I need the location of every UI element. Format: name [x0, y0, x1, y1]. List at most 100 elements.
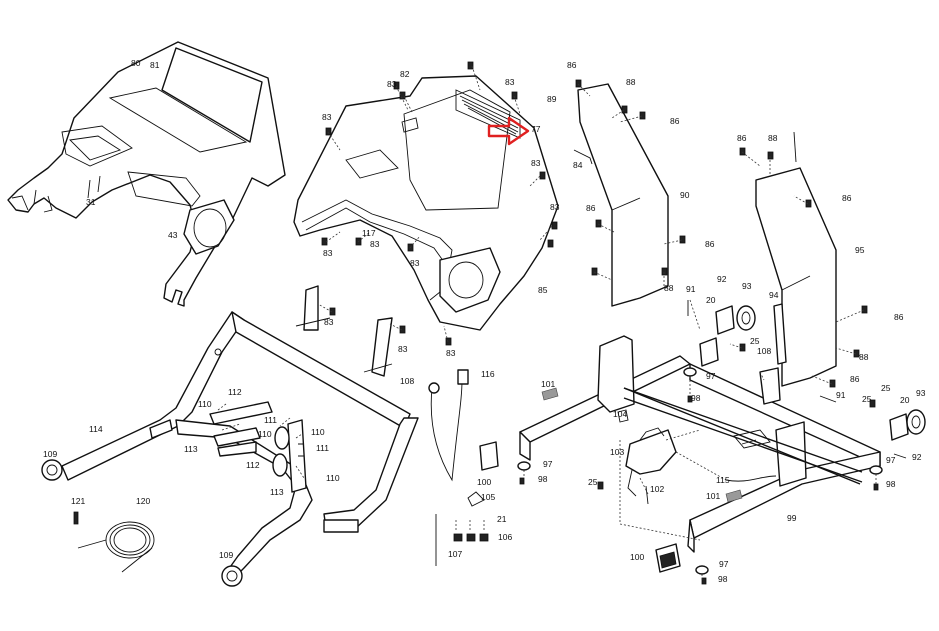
incline-motor-part [541, 387, 777, 503]
callout-83b: 83 [505, 77, 515, 87]
console-rear-part [293, 75, 559, 331]
callout-101b: 101 [706, 491, 720, 501]
callout-99: 99 [787, 513, 797, 523]
console-shell-part [7, 41, 286, 307]
callout-98b: 98 [886, 479, 896, 489]
callout-88a: 88 [626, 77, 636, 87]
wire-harness-parts [73, 369, 499, 573]
callout-83j: 83 [398, 344, 408, 354]
callout-83e: 83 [550, 202, 560, 212]
callout-97d: 97 [543, 459, 553, 469]
callout-101a: 101 [541, 379, 555, 389]
highlight-arrow [487, 116, 530, 146]
callout-25a: 25 [750, 336, 760, 346]
fastener-parts [321, 61, 907, 585]
callout-98a: 98 [691, 393, 701, 403]
callout-86a: 86 [567, 60, 577, 70]
callout-81: 81 [150, 60, 160, 70]
callout-86f: 86 [842, 193, 852, 203]
callout-114: 114 [89, 424, 103, 434]
callout-88d: 88 [859, 352, 869, 362]
callout-20a: 20 [706, 295, 716, 305]
callout-83k: 83 [446, 348, 456, 358]
callout-102: 102 [650, 484, 664, 494]
callout-97c: 97 [719, 559, 729, 569]
callout-83h: 83 [410, 258, 420, 268]
callout-98d: 98 [538, 474, 548, 484]
callout-82: 82 [400, 69, 410, 79]
callout-89: 89 [547, 94, 557, 104]
callout-121: 121 [71, 496, 85, 506]
callout-86e: 86 [737, 133, 747, 143]
callout-107: 107 [448, 549, 462, 559]
callout-83g: 83 [323, 248, 333, 258]
callout-91b: 91 [836, 390, 846, 400]
callout-109b: 109 [219, 550, 233, 560]
callout-25c: 25 [862, 394, 872, 404]
callout-100b: 100 [477, 477, 491, 487]
callout-77: 77 [531, 124, 541, 134]
callout-84: 84 [573, 160, 583, 170]
callout-86c: 86 [586, 203, 596, 213]
callout-90: 90 [680, 190, 690, 200]
callout-108a: 108 [757, 346, 771, 356]
callout-94: 94 [769, 290, 779, 300]
callout-95: 95 [855, 245, 865, 255]
callout-83f: 83 [370, 239, 380, 249]
callout-83a: 83 [387, 79, 397, 89]
callout-80: 80 [131, 58, 141, 68]
callout-112b: 112 [246, 460, 260, 470]
callout-103: 103 [610, 447, 624, 457]
callout-20b: 20 [900, 395, 910, 405]
callout-97b: 97 [886, 455, 896, 465]
callout-113b: 113 [270, 487, 284, 497]
callout-83i: 83 [324, 317, 334, 327]
callout-110c: 110 [311, 427, 325, 437]
callout-25b: 25 [881, 383, 891, 393]
callout-88c: 88 [768, 133, 778, 143]
callout-115: 115 [716, 475, 730, 485]
callout-93a: 93 [742, 281, 752, 291]
callout-86b: 86 [670, 116, 680, 126]
callout-120: 120 [136, 496, 150, 506]
callout-117: 117 [362, 228, 376, 238]
callout-110b: 110 [258, 429, 272, 439]
callout-86g: 86 [894, 312, 904, 322]
callout-110d: 110 [326, 473, 340, 483]
callout-116: 116 [481, 369, 495, 379]
callout-92b: 92 [912, 452, 922, 462]
callout-83c: 83 [322, 112, 332, 122]
wheel-parts [517, 303, 926, 575]
callout-100a: 100 [630, 552, 644, 562]
callout-106: 106 [498, 532, 512, 542]
leader-lines [217, 65, 877, 580]
callout-113a: 113 [184, 444, 198, 454]
base-frame-part [519, 335, 881, 553]
callout-86h: 86 [850, 374, 860, 384]
callout-88b: 88 [664, 283, 674, 293]
callout-85: 85 [538, 285, 548, 295]
grip-sensor-parts [209, 401, 307, 493]
callout-108b: 108 [400, 376, 414, 386]
callout-91a: 91 [686, 284, 696, 294]
callout-105: 105 [481, 492, 495, 502]
right-upright-part [755, 131, 837, 387]
callout-21: 21 [497, 514, 507, 524]
callout-104: 104 [613, 409, 627, 419]
callout-43: 43 [168, 230, 178, 240]
callout-98c: 98 [718, 574, 728, 584]
callout-110a: 110 [198, 399, 212, 409]
callout-25d: 25 [588, 477, 598, 487]
callout-86d: 86 [705, 239, 715, 249]
callout-83d: 83 [531, 158, 541, 168]
callout-112a: 112 [228, 387, 242, 397]
callout-97a: 97 [706, 371, 716, 381]
callout-92a: 92 [717, 274, 727, 284]
callout-93b: 93 [916, 388, 926, 398]
callout-111a: 111 [264, 415, 277, 425]
callout-109a: 109 [43, 449, 57, 459]
left-upright-part [577, 83, 669, 307]
callout-111b: 111 [316, 443, 329, 453]
